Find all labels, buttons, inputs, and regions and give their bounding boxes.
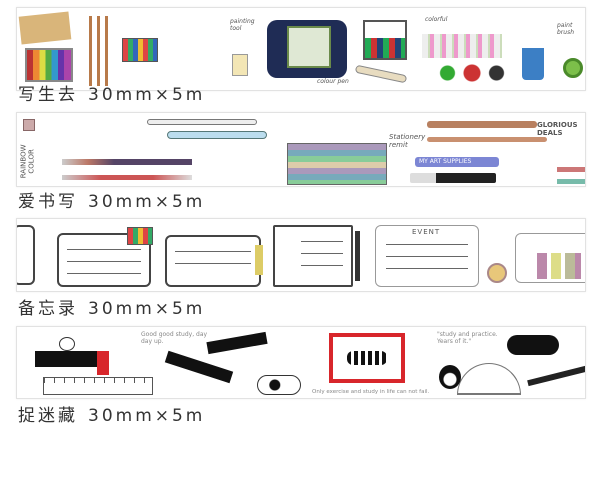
colour-pen-text: colour pen	[317, 78, 349, 85]
colorful-text: colorful	[425, 16, 448, 23]
pen-illustration	[354, 64, 408, 84]
marker-set-illustration	[287, 143, 387, 185]
study-practice-text: "study and practice. Years of it."	[437, 331, 498, 346]
rainbow-color-text: RAINBOW COLOR	[19, 144, 36, 179]
brush-cup-illustration	[522, 48, 544, 80]
memo-card	[165, 235, 261, 287]
good-study-text: Good good study, day day up.	[141, 331, 208, 346]
red-pen-illustration	[62, 175, 192, 180]
paint-bottles-illustration	[537, 253, 581, 279]
tube-illustration	[255, 245, 263, 275]
clip-illustration	[206, 331, 268, 355]
bear-illustration	[59, 337, 75, 351]
stapler-illustration	[164, 350, 234, 384]
pencil-illustration	[557, 179, 585, 184]
panda-illustration	[439, 365, 461, 389]
only-exercise-text: Only exercise and study in life can not …	[312, 389, 430, 395]
glue-pen-illustration	[410, 173, 496, 183]
event-card: EVENT	[375, 225, 479, 287]
stamp-icon	[23, 119, 35, 131]
watercolor-box-illustration	[363, 20, 407, 60]
black-swirl-illustration	[507, 335, 559, 355]
brown-brush-illustration	[427, 137, 547, 142]
pen-cap-illustration	[147, 119, 257, 125]
ruler-illustration	[43, 377, 153, 395]
paint-tubes-illustration	[422, 34, 502, 58]
paint-brush-text: paint brush	[557, 22, 575, 37]
bag-sketchbook-illustration	[287, 26, 331, 68]
protractor-illustration	[457, 363, 521, 395]
correction-tape-illustration	[257, 375, 301, 395]
event-text: EVENT	[412, 228, 441, 236]
tape-memo: EVENT	[16, 218, 586, 292]
black-box-illustration	[35, 351, 105, 367]
palette-illustration	[127, 227, 153, 245]
tape-roll-illustration	[487, 263, 507, 283]
fountain-pen-illustration	[62, 159, 192, 165]
painting-tool-text: painting tool	[230, 18, 255, 33]
pen-illustration	[355, 231, 360, 281]
compass-illustration	[527, 365, 585, 387]
tape-writing: RAINBOW COLOR Stationery remit MY ART SU…	[16, 112, 586, 187]
tape-roll-illustration	[563, 58, 583, 78]
my-art-supplies-sticker: MY ART SUPPLIES	[415, 157, 499, 167]
kraft-box-illustration	[18, 11, 72, 45]
watercolor-palette-illustration	[122, 38, 158, 62]
paint-tube-set-illustration	[25, 48, 73, 82]
memo-card	[17, 225, 35, 285]
tape-sketching: painting tool colour pen colorful paint …	[16, 7, 586, 91]
zebra-cat-illustration	[347, 351, 387, 365]
red-easel-illustration	[329, 333, 405, 383]
memo-card	[273, 225, 353, 287]
jar-illustration	[232, 54, 248, 76]
stationery-remit-text: Stationery remit	[389, 133, 426, 150]
pencil-illustration	[557, 167, 585, 172]
red-roller-illustration	[97, 351, 109, 375]
tape-hide-and-seek: Good good study, day day up. Only exerci…	[16, 326, 586, 399]
glorious-deals-text: GLORIOUS DEALS	[537, 121, 578, 138]
brushes-illustration	[89, 16, 113, 86]
blue-pen-illustration	[167, 131, 267, 139]
paint-pots-illustration	[437, 64, 507, 82]
brown-brush-illustration	[427, 121, 537, 128]
